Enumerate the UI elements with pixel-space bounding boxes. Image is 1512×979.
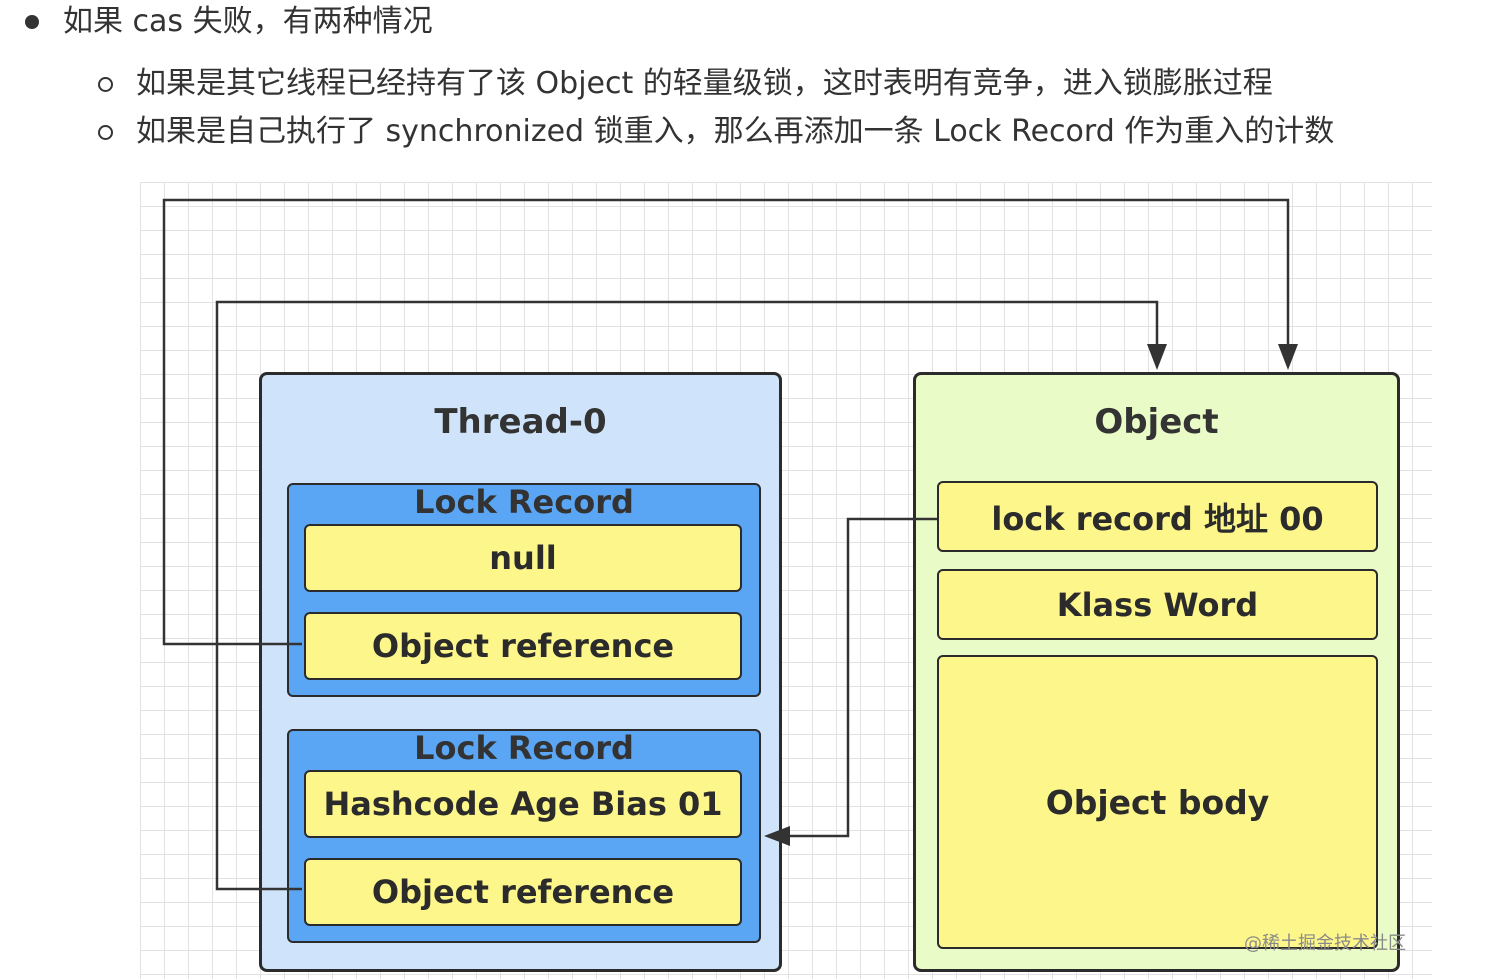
object-title: Object — [1094, 402, 1219, 442]
lock-record-field: Hashcode Age Bias 01 — [304, 770, 742, 838]
arrow-head-icon — [1278, 344, 1298, 370]
bullet-item-sub: 如果是自己执行了 synchronized 锁重入，那么再添加一条 Lock R… — [98, 112, 1335, 152]
klass-word-field: Klass Word — [937, 569, 1378, 640]
bullet-circle-icon — [98, 77, 113, 92]
bullet-item-sub: 如果是其它线程已经持有了该 Object 的轻量级锁，这时表明有竞争，进入锁膨胀… — [98, 64, 1273, 104]
object-body-field: Object body — [937, 655, 1378, 949]
object-reference-field: Object reference — [304, 612, 742, 680]
thread-panel: Thread-0 Lock Record null Object referen… — [259, 372, 782, 972]
bullet-sub-text: 如果是自己执行了 synchronized 锁重入，那么再添加一条 Lock R… — [136, 114, 1335, 149]
thread-title: Thread-0 — [434, 402, 607, 442]
lock-record-field: null — [304, 524, 742, 592]
lock-record-title: Lock Record — [414, 483, 634, 521]
bullet-main-text: 如果 cas 失败，有两种情况 — [63, 4, 433, 39]
bullet-circle-icon — [98, 125, 113, 140]
watermark: @稀土掘金技术社区 — [1244, 933, 1406, 954]
lock-record-title: Lock Record — [414, 729, 634, 767]
lock-record-box: Lock Record null Object reference — [287, 483, 761, 697]
bullet-item-main: 如果 cas 失败，有两种情况 — [25, 2, 433, 42]
arrow-head-icon — [1147, 344, 1167, 370]
object-panel: Object lock record 地址 00 Klass Word Obje… — [913, 372, 1400, 972]
bullet-sub-text: 如果是其它线程已经持有了该 Object 的轻量级锁，这时表明有竞争，进入锁膨胀… — [136, 66, 1273, 101]
lock-record-box: Lock Record Hashcode Age Bias 01 Object … — [287, 729, 761, 943]
object-reference-field: Object reference — [304, 858, 742, 926]
bullet-dot-icon — [25, 15, 39, 29]
mark-word-field: lock record 地址 00 — [937, 481, 1378, 552]
lock-diagram: Thread-0 Lock Record null Object referen… — [140, 182, 1432, 979]
